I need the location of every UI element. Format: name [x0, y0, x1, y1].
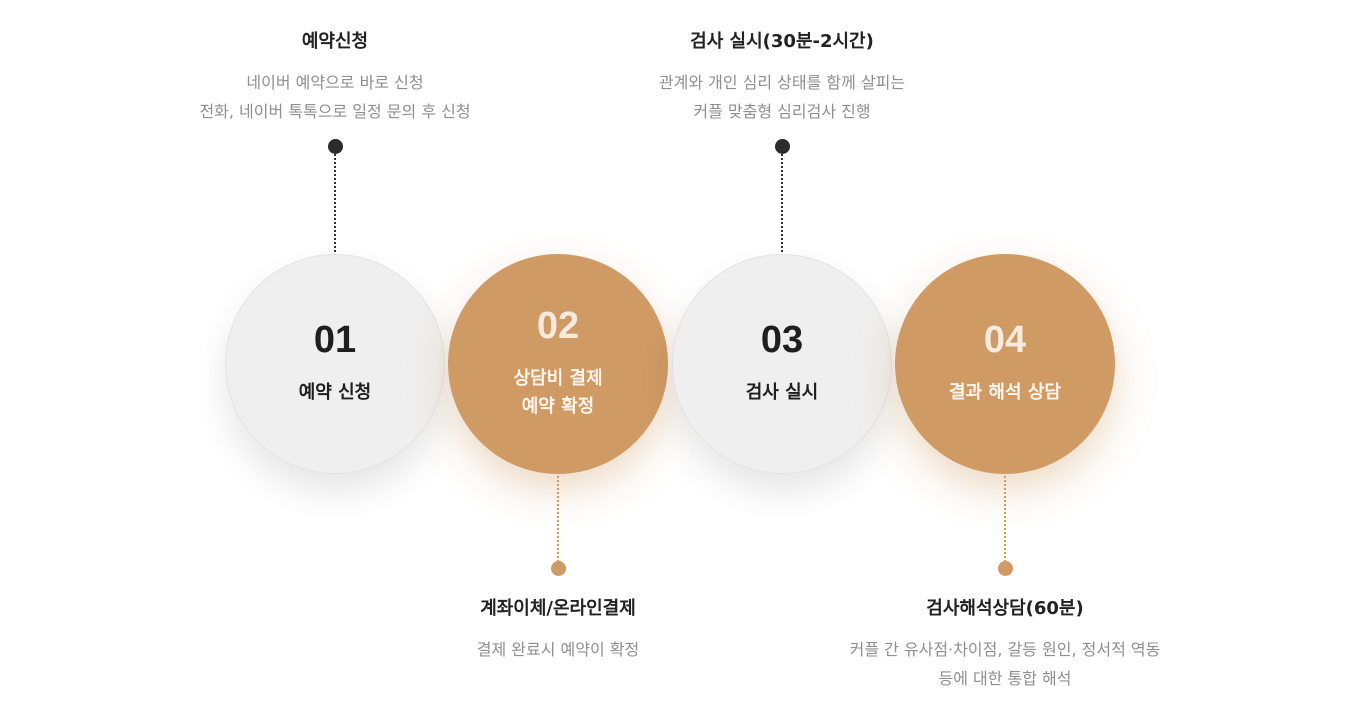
step-4-circle: 04 결과 해석 상담 — [895, 254, 1115, 474]
step-1-info: 예약신청 네이버 예약으로 바로 신청 전화, 네이버 톡톡으로 일정 문의 후… — [125, 30, 545, 126]
step-3-number: 03 — [760, 319, 804, 361]
step-4-label: 결과 해석 상담 — [949, 382, 1061, 403]
step-2-info: 계좌이체/온라인결제 결제 완료시 예약이 확정 — [348, 597, 768, 664]
step-3-label: 검사 실시 — [745, 382, 819, 403]
step-1-connector-dot — [328, 139, 343, 154]
step-3-connector-dot — [775, 139, 790, 154]
step-1-number: 01 — [313, 319, 357, 361]
step-1-connector-line — [334, 154, 336, 256]
step-2-circle: 02 상담비 결제 예약 확정 — [448, 254, 668, 474]
step-2-title: 계좌이체/온라인결제 — [480, 598, 636, 619]
step-3-info: 검사 실시(30분-2시간) 관계와 개인 심리 상태를 함께 살피는 커플 맞… — [572, 30, 992, 126]
step-4-connector-line — [1004, 476, 1006, 562]
step-1-label: 예약 신청 — [298, 382, 372, 403]
step-4-info: 검사해석상담(60분) 커플 간 유사점·차이점, 갈등 원인, 정서적 역동 … — [795, 597, 1215, 693]
step-4-description: 커플 간 유사점·차이점, 갈등 원인, 정서적 역동 등에 대한 통합 해석 — [849, 640, 1161, 688]
step-2-number: 02 — [536, 305, 580, 347]
step-3-circle: 03 검사 실시 — [672, 254, 892, 474]
step-1-circle: 01 예약 신청 — [225, 254, 445, 474]
step-1-description: 네이버 예약으로 바로 신청 전화, 네이버 톡톡으로 일정 문의 후 신청 — [199, 73, 471, 121]
step-4-number: 04 — [983, 319, 1027, 361]
step-2-connector-dot — [551, 561, 566, 576]
step-2-label: 상담비 결제 예약 확정 — [513, 368, 603, 417]
step-1-title: 예약신청 — [301, 31, 369, 52]
step-3-description: 관계와 개인 심리 상태를 함께 살피는 커플 맞춤형 심리검사 진행 — [658, 73, 906, 121]
step-3-connector-line — [781, 154, 783, 256]
step-2-description: 결제 완료시 예약이 확정 — [476, 640, 640, 659]
step-4-title: 검사해석상담(60분) — [926, 598, 1084, 619]
step-2-connector-line — [557, 476, 559, 562]
step-4-connector-dot — [998, 561, 1013, 576]
step-3-title: 검사 실시(30분-2시간) — [690, 31, 874, 52]
